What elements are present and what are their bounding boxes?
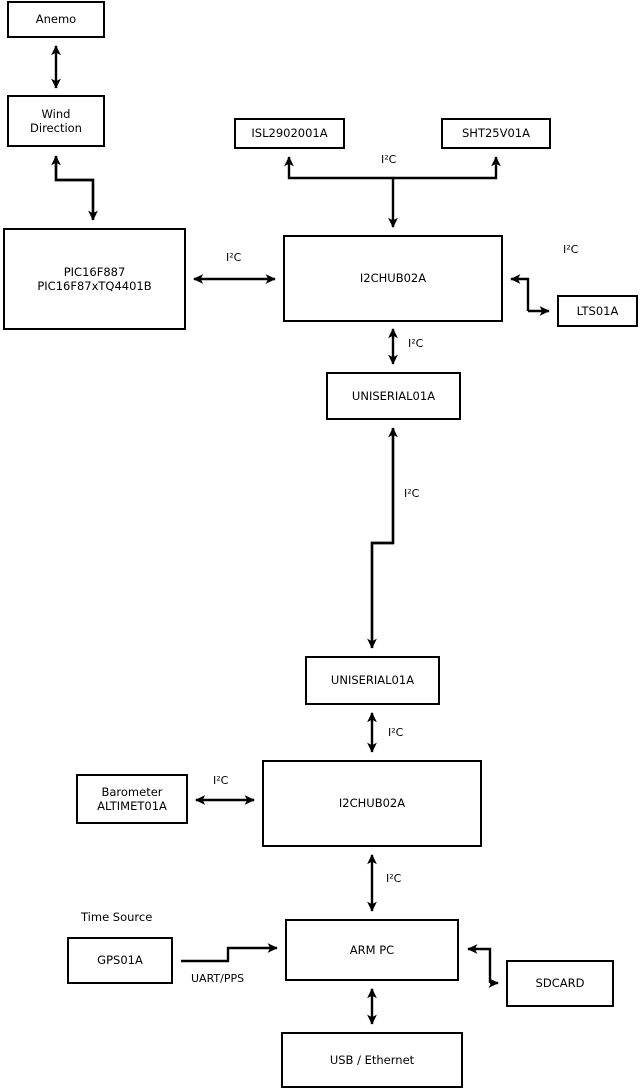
node-uniserial01a-upper[interactable]: UNISERIAL01A [326, 372, 461, 420]
node-uniserial01a-lower[interactable]: UNISERIAL01A [305, 656, 440, 705]
edge-label-i2c-barometer: I²C [213, 774, 228, 787]
node-wind-direction-label: Wind Direction [30, 106, 82, 135]
edge-label-i2c-uniserial-link-text: I²C [404, 487, 420, 500]
edge-pic-wind [51, 155, 95, 220]
edge-label-i2c-hub-uniserial: I²C [408, 337, 423, 350]
node-uniserial01a-upper-label: UNISERIAL01A [351, 388, 436, 403]
node-usb-ethernet[interactable]: USB / Ethernet [281, 1032, 463, 1088]
edge-label-uart-pps: UART/PPS [191, 972, 244, 985]
edge-label-i2c-sensors: I²C [381, 153, 396, 166]
edge-label-i2c-uniserial-link: I²C [404, 487, 419, 500]
node-i2chub02a-bottom[interactable]: I2CHUB02A [262, 760, 482, 847]
edge-label-i2c-hub2-armpc-text: I²C [386, 872, 402, 885]
edge-hub-lts-in [510, 274, 530, 311]
node-uniserial01a-lower-label: UNISERIAL01A [330, 673, 415, 688]
node-pic-microcontroller[interactable]: PIC16F887 PIC16F87xTQ4401B [3, 228, 186, 330]
edge-label-i2c-pic: I²C [226, 251, 241, 264]
edge-label-i2c-hub-uniserial-text: I²C [408, 337, 424, 350]
node-wind-direction[interactable]: Wind Direction [7, 95, 105, 147]
node-gps01a[interactable]: GPS01A [67, 937, 173, 984]
node-sdcard-label: SDCARD [535, 976, 585, 991]
node-pic-microcontroller-label: PIC16F887 PIC16F87xTQ4401B [37, 264, 152, 293]
edge-label-i2c-lts: I²C [563, 243, 578, 256]
edge-label-i2c-barometer-text: I²C [213, 774, 229, 787]
node-sdcard[interactable]: SDCARD [506, 960, 614, 1007]
edge-hub-sensorbus [284, 156, 398, 228]
node-barometer-altimet01a-label: Barometer ALTIMET01A [97, 784, 167, 813]
node-lts01a-label: LTS01A [576, 303, 619, 318]
node-usb-ethernet-label: USB / Ethernet [329, 1052, 415, 1067]
edge-label-i2c-sensors-text: I²C [381, 153, 397, 166]
label-time-source: Time Source [81, 910, 152, 924]
node-i2chub02a-top-label: I2CHUB02A [359, 271, 427, 286]
node-gps01a-label: GPS01A [97, 953, 143, 968]
node-sht25v01a[interactable]: SHT25V01A [441, 118, 551, 149]
edge-label-i2c-lts-text: I²C [563, 243, 579, 256]
edge-label-i2c-uniserial-hub2: I²C [388, 726, 403, 739]
edge-hub-sht [393, 156, 501, 180]
edge-armpc-sdcard-in [467, 944, 492, 983]
edge-label-i2c-pic-text: I²C [226, 251, 242, 264]
node-i2chub02a-top[interactable]: I2CHUB02A [283, 235, 503, 322]
node-i2chub02a-bottom-label: I2CHUB02A [338, 796, 406, 811]
node-isl2902001a[interactable]: ISL2902001A [234, 118, 345, 149]
node-anemo-label: Anemo [35, 12, 77, 27]
edge-uniserial-link-down [367, 428, 395, 649]
edge-gps-armpc [181, 943, 278, 963]
edge-wind-pic [54, 156, 98, 221]
node-isl2902001a-label: ISL2902001A [251, 126, 328, 141]
edge-label-i2c-hub2-armpc: I²C [386, 872, 401, 885]
edge-label-i2c-uniserial-hub2-text: I²C [388, 726, 404, 739]
label-time-source-text: Time Source [81, 910, 153, 924]
node-lts01a[interactable]: LTS01A [557, 295, 638, 327]
node-arm-pc-label: ARM PC [349, 942, 395, 957]
node-anemo[interactable]: Anemo [7, 1, 105, 38]
edge-uniserial-link [370, 427, 398, 648]
node-barometer-altimet01a[interactable]: Barometer ALTIMET01A [76, 774, 188, 824]
edge-label-uart-pps-text: UART/PPS [191, 972, 245, 985]
node-arm-pc[interactable]: ARM PC [285, 919, 459, 981]
node-sht25v01a-label: SHT25V01A [462, 126, 530, 141]
